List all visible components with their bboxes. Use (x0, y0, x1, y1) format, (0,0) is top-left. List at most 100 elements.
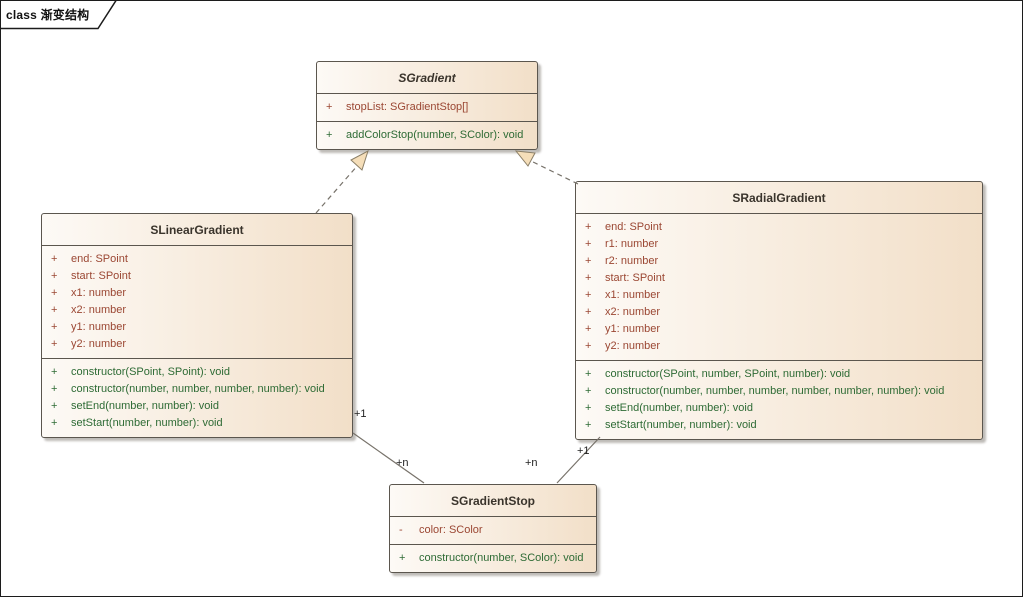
attribute-text: x1: number (605, 289, 661, 301)
class-name: SLinearGradient (42, 214, 352, 246)
attribute-row: + y1: number (42, 319, 352, 336)
attribute-text: y2: number (605, 340, 661, 352)
method-text: constructor(SPoint, SPoint): void (71, 366, 230, 378)
visibility-sign: - (399, 524, 403, 536)
method-row: + setEnd(number, number): void (576, 400, 982, 417)
tab-shape (1, 1, 117, 30)
method-row: + constructor(number, number, number, nu… (42, 381, 352, 398)
method-text: setEnd(number, number): void (71, 400, 219, 412)
attribute-text: y1: number (71, 321, 127, 333)
visibility-sign: + (585, 402, 592, 414)
visibility-sign: + (399, 552, 406, 564)
attributes-compartment: + end: SPoint + r1: number + r2: number … (576, 214, 982, 361)
method-text: constructor(number, number, number, numb… (71, 383, 325, 395)
class-box-slineargradient[interactable]: SLinearGradient + end: SPoint + start: S… (41, 213, 353, 438)
attribute-row: + y2: number (42, 336, 352, 353)
attribute-text: color: SColor (419, 524, 483, 536)
attribute-text: x2: number (605, 306, 661, 318)
attribute-row: + end: SPoint (576, 219, 982, 236)
attribute-row: + y1: number (576, 321, 982, 338)
attributes-compartment: + stopList: SGradientStop[] (317, 94, 537, 122)
attribute-text: y1: number (605, 323, 661, 335)
visibility-sign: + (585, 385, 592, 397)
visibility-sign: + (585, 306, 592, 318)
generalization-slinear-to-sgradient (315, 149, 369, 214)
method-row: + constructor(SPoint, number, SPoint, nu… (576, 366, 982, 383)
attribute-row: + end: SPoint (42, 251, 352, 268)
hollow-triangle-arrowhead (514, 150, 536, 167)
method-row: + constructor(number, SColor): void (390, 550, 596, 567)
visibility-sign: + (51, 253, 58, 265)
method-row: + addColorStop(number, SColor): void (317, 127, 537, 144)
method-row: + setEnd(number, number): void (42, 398, 352, 415)
attribute-text: y2: number (71, 338, 127, 350)
visibility-sign: + (585, 340, 592, 352)
multiplicity-label: +n (396, 457, 409, 469)
attribute-text: r1: number (605, 238, 659, 250)
visibility-sign: + (585, 368, 592, 380)
method-text: constructor(SPoint, number, SPoint, numb… (605, 368, 851, 380)
visibility-sign: + (585, 289, 592, 301)
methods-compartment: + addColorStop(number, SColor): void (317, 122, 537, 149)
visibility-sign: + (51, 321, 58, 333)
attribute-row: + x2: number (42, 302, 352, 319)
method-row: + setStart(number, number): void (42, 415, 352, 432)
attribute-row: + r2: number (576, 253, 982, 270)
method-row: + setStart(number, number): void (576, 417, 982, 434)
attributes-compartment: - color: SColor (390, 517, 596, 545)
attribute-text: stopList: SGradientStop[] (346, 101, 469, 113)
attribute-text: x1: number (71, 287, 127, 299)
method-text: addColorStop(number, SColor): void (346, 129, 524, 141)
visibility-sign: + (51, 400, 58, 412)
visibility-sign: + (585, 255, 592, 267)
visibility-sign: + (585, 238, 592, 250)
visibility-sign: + (51, 383, 58, 395)
attribute-row: - color: SColor (390, 522, 596, 539)
visibility-sign: + (51, 366, 58, 378)
attribute-row: + x2: number (576, 304, 982, 321)
visibility-sign: + (585, 323, 592, 335)
method-text: setEnd(number, number): void (605, 402, 753, 414)
visibility-sign: + (585, 272, 592, 284)
visibility-sign: + (51, 304, 58, 316)
methods-compartment: + constructor(number, SColor): void (390, 545, 596, 572)
attribute-row: + x1: number (42, 285, 352, 302)
method-row: + constructor(number, number, number, nu… (576, 383, 982, 400)
attribute-row: + y2: number (576, 338, 982, 355)
association-slinear-to-sgradientstop (352, 432, 425, 484)
attribute-text: start: SPoint (605, 272, 665, 284)
multiplicity-label: +1 (577, 445, 590, 457)
attribute-row: + start: SPoint (576, 270, 982, 287)
visibility-sign: + (326, 101, 333, 113)
visibility-sign: + (51, 417, 58, 429)
attributes-compartment: + end: SPoint + start: SPoint + x1: numb… (42, 246, 352, 359)
method-text: setStart(number, number): void (605, 419, 757, 431)
class-box-sradialgradient[interactable]: SRadialGradient + end: SPoint + r1: numb… (575, 181, 983, 440)
visibility-sign: + (326, 129, 333, 141)
visibility-sign: + (51, 287, 58, 299)
diagram-tab: class 渐变结构 (1, 1, 123, 30)
class-name: SGradientStop (390, 485, 596, 517)
diagram-tab-label: class 渐变结构 (6, 8, 90, 22)
attribute-text: x2: number (71, 304, 127, 316)
methods-compartment: + constructor(SPoint, SPoint): void + co… (42, 359, 352, 437)
attribute-row: + x1: number (576, 287, 982, 304)
class-name: SRadialGradient (576, 182, 982, 214)
attribute-row: + stopList: SGradientStop[] (317, 99, 537, 116)
attribute-row: + start: SPoint (42, 268, 352, 285)
multiplicity-label: +1 (354, 408, 367, 420)
visibility-sign: + (585, 221, 592, 233)
multiplicity-label: +n (525, 457, 538, 469)
visibility-sign: + (51, 270, 58, 282)
class-box-sgradientstop[interactable]: SGradientStop - color: SColor + construc… (389, 484, 597, 573)
method-text: constructor(number, number, number, numb… (605, 385, 945, 397)
method-row: + constructor(SPoint, SPoint): void (42, 364, 352, 381)
class-name: SGradient (317, 62, 537, 94)
attribute-text: start: SPoint (71, 270, 131, 282)
class-box-sgradient[interactable]: SGradient + stopList: SGradientStop[] + … (316, 61, 538, 150)
attribute-row: + r1: number (576, 236, 982, 253)
method-text: setStart(number, number): void (71, 417, 223, 429)
methods-compartment: + constructor(SPoint, number, SPoint, nu… (576, 361, 982, 439)
attribute-text: r2: number (605, 255, 659, 267)
